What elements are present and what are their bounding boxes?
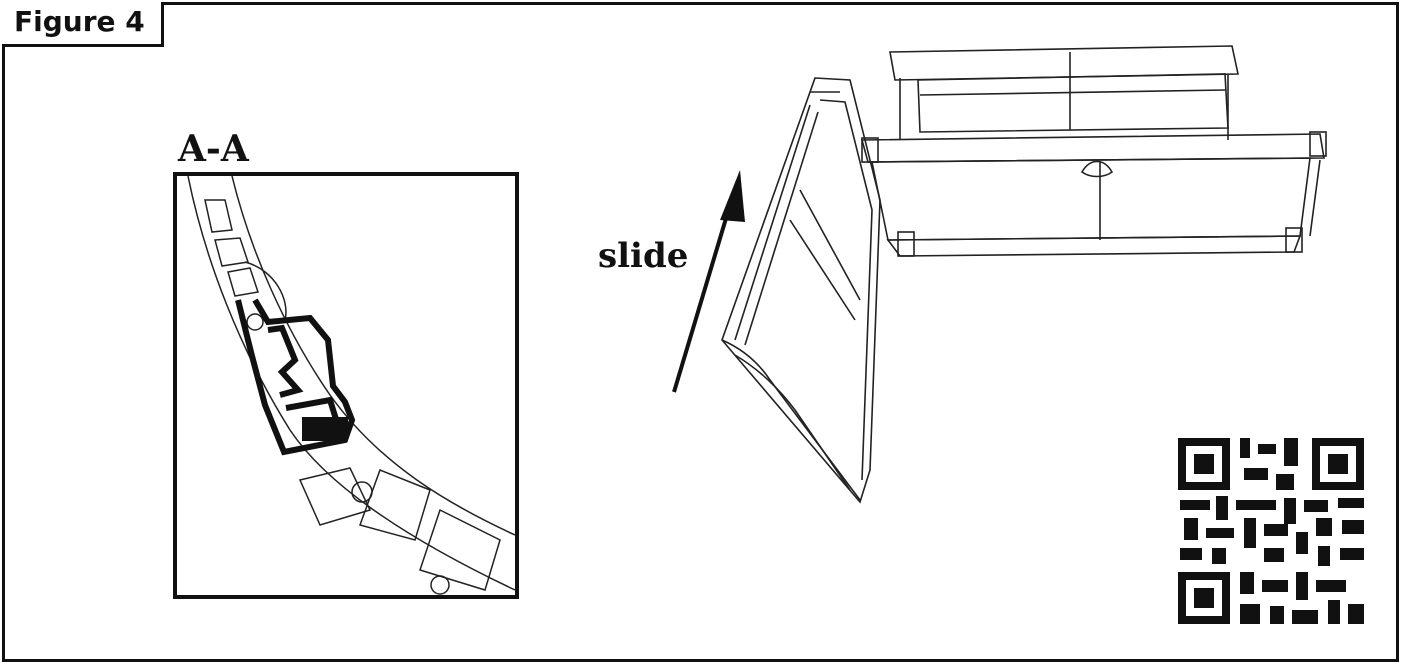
- side-panel: [721, 77, 881, 504]
- qr-code-icon: [1175, 435, 1367, 627]
- figure-label: Figure 4: [2, 2, 164, 47]
- section-label: A-A: [178, 128, 249, 170]
- section-detail: [173, 172, 519, 599]
- drawer-box: [860, 45, 1327, 257]
- slide-label: slide: [598, 236, 689, 276]
- slide-arrow: [672, 170, 745, 393]
